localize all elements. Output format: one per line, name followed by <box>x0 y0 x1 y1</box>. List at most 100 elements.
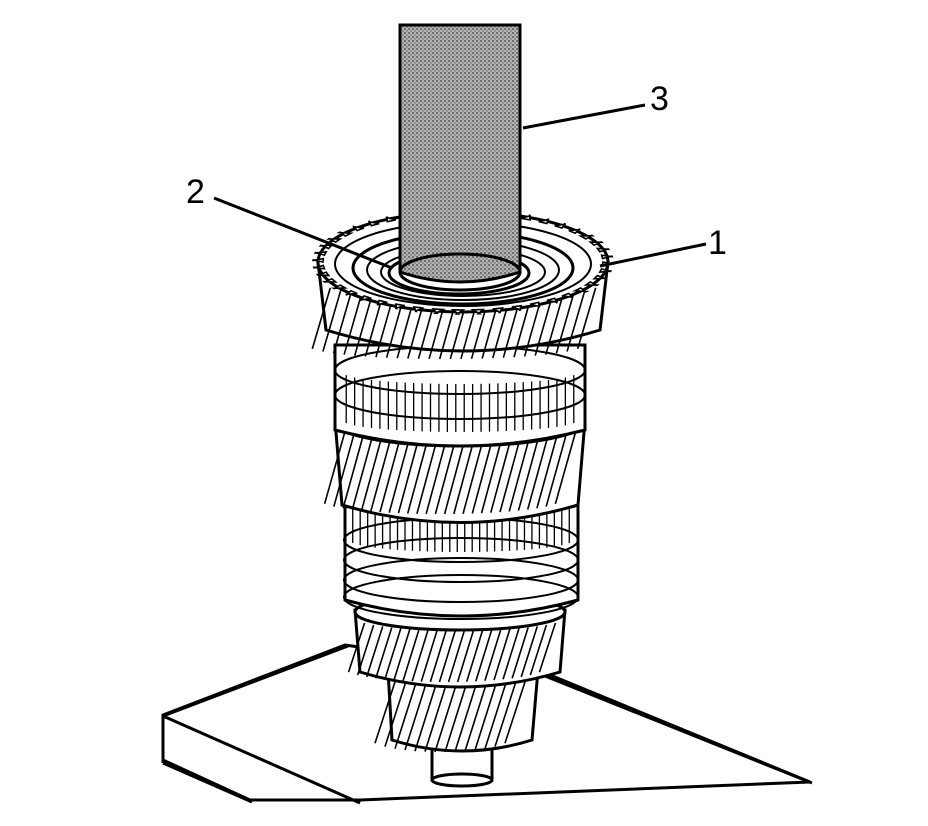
gear-tooth-line <box>438 629 457 683</box>
gear-tooth-line <box>393 628 411 681</box>
gear-tooth-line <box>508 437 531 512</box>
gear-tooth-line <box>443 439 466 515</box>
gear-tooth <box>326 237 343 243</box>
gear-tooth <box>313 250 328 257</box>
gear-tooth-line <box>517 437 540 511</box>
clutch-ring <box>333 343 587 448</box>
gear-tooth-line <box>444 681 468 753</box>
callout-1-label: 1 <box>708 224 727 262</box>
gear-tooth-line <box>424 681 448 752</box>
gear-tooth-line <box>397 439 420 514</box>
gear-tooth-line <box>504 675 528 744</box>
gear-tooth-line <box>411 629 429 682</box>
gear-tooth <box>412 306 424 313</box>
gear-tooth-line <box>343 291 363 355</box>
gear-tooth-line <box>493 628 511 681</box>
gear-tooth-line <box>434 681 458 753</box>
gear-tooth-line <box>429 629 448 683</box>
gear-tooth <box>330 284 349 290</box>
gear-tooth <box>583 281 600 287</box>
gear-tooth <box>572 287 590 293</box>
gear-tooth <box>598 267 613 274</box>
gear-tooth <box>577 234 596 240</box>
gear-tooth <box>470 308 486 315</box>
gear-tooth-line <box>332 290 353 354</box>
gear-tooth-line <box>322 289 342 352</box>
gear-tooth <box>595 247 611 253</box>
gear-tooth <box>336 231 354 237</box>
gear-tooth <box>492 307 505 314</box>
gear-tooth-line <box>369 437 392 512</box>
callout-2-label: 2 <box>186 173 205 211</box>
gear-tooth-line <box>374 675 398 744</box>
callout-2-leader <box>213 196 393 270</box>
gear-tooth-line <box>434 439 457 515</box>
gear-tooth <box>592 274 608 280</box>
gear-tooth-line <box>484 679 508 749</box>
gear-tooth <box>345 289 358 296</box>
gear-tooth <box>450 309 466 315</box>
gear-tooth-line <box>360 437 383 511</box>
gear-tooth-line <box>311 287 332 350</box>
gear-tooth-line <box>511 627 529 679</box>
gear-tooth <box>360 294 372 302</box>
gear-tooth-line <box>484 628 502 682</box>
gear-tooth-line <box>480 439 503 514</box>
gear-tooth <box>394 303 406 310</box>
gear-tooth-line <box>347 622 366 673</box>
gear-tooth-line <box>394 679 418 749</box>
gear-tooth-line <box>464 681 488 752</box>
gear-tooth <box>385 216 397 223</box>
gear-tooth-line <box>384 677 408 747</box>
gear-tooth-line <box>465 629 484 682</box>
gear-tooth <box>376 299 388 306</box>
gear-tooth-line <box>555 290 576 354</box>
gear-tooth-line <box>414 681 438 752</box>
gear-tooth-line <box>502 627 520 680</box>
gear-tooth-line <box>420 629 439 682</box>
gear-tooth <box>312 257 325 263</box>
gear-tooth-line <box>576 287 597 350</box>
gear-tooth-line <box>333 434 355 507</box>
gear-tooth-line <box>566 289 586 352</box>
lower-pinion-gear <box>374 668 540 753</box>
callout-3-label: 3 <box>650 80 669 118</box>
gear-tooth-line <box>402 628 420 682</box>
press-driver-tool <box>398 23 522 292</box>
gear-tooth <box>568 228 581 235</box>
gear-tooth <box>520 214 532 221</box>
gear-tooth-line <box>447 629 466 683</box>
gear-tooth-line <box>536 435 558 509</box>
gear-tooth-line <box>554 432 577 505</box>
gear-tooth-line <box>545 434 567 507</box>
gear-tooth-line <box>489 438 512 513</box>
gear-tooth-line <box>384 627 402 680</box>
callout-3-leader <box>522 103 646 130</box>
gear-tooth <box>554 222 566 230</box>
gear-tooth <box>588 240 605 247</box>
gear-tooth <box>561 292 574 299</box>
gear-tooth-line <box>425 439 447 515</box>
gear-tooth-line <box>529 624 548 676</box>
gear-tooth <box>529 301 541 308</box>
gear-tooth <box>431 307 447 315</box>
gear-tooth-line <box>388 438 411 513</box>
gear-tooth-line <box>456 629 475 683</box>
callout-1-leader <box>599 242 707 268</box>
gear-tooth <box>546 297 558 304</box>
gear-tooth <box>321 277 338 284</box>
gear-tooth-line <box>453 439 475 515</box>
gear-tooth-line <box>365 626 384 678</box>
gear-tooth-line <box>538 622 557 673</box>
gear-tooth <box>511 304 523 312</box>
gear-tooth <box>318 244 334 250</box>
gear-tooth-line <box>499 438 521 513</box>
gear-tooth-line <box>494 677 518 747</box>
gear-tooth-line <box>520 626 539 678</box>
gear-tooth-line <box>475 629 493 682</box>
gear-tooth-line <box>375 627 393 679</box>
gear-tooth <box>315 271 331 277</box>
gear-tooth-line <box>526 436 549 510</box>
gear-tooth-line <box>474 680 498 751</box>
